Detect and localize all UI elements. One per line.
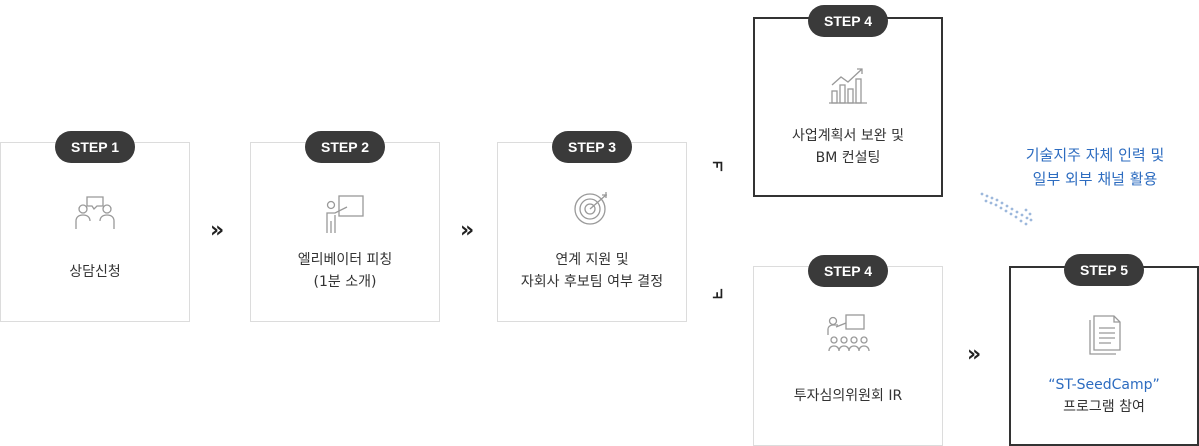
step-4a-line-1: 사업계획서 보완 및 [792,128,904,144]
branch-up-icon [712,161,723,172]
step-2-line-1: 엘리베이터 피칭 [297,252,393,268]
step-4b-badge: STEP 4 [808,255,888,287]
step-4b-text: 투자심의위원회 IR [754,385,942,407]
step-5-line-2: 프로그램 참여 [1063,399,1145,415]
branch-down-icon [712,288,723,299]
step-3-badge: STEP 3 [552,131,632,163]
step-1-badge: STEP 1 [55,131,135,163]
note-line-2: 일부 외부 채널 활용 [1032,170,1158,188]
next-arrow-icon: » [460,218,474,243]
dotted-pointer-icon [980,192,1033,226]
consult-icon [75,196,115,229]
step-5-line-1: “ST-SeedCamp” [1048,377,1160,393]
step-3-card: STEP 3 연계 지원 및 자회사 후보팀 여부 결정 [497,131,687,322]
step-3-text: 연계 지원 및 자회사 후보팀 여부 결정 [498,249,686,293]
channel-note: 기술지주 자체 인력 및 일부 외부 채널 활용 [990,143,1199,191]
step-4a-card: STEP 4 사업계획서 보완 및 BM 컨설팅 [753,5,943,197]
step-2-line-2: (1분 소개) [313,274,377,290]
document-icon [1089,315,1121,355]
chart-icon [829,68,867,104]
step-4b-card: STEP 4 투자심의위원회 IR [753,255,943,446]
step-1-line-1: 상담신청 [69,264,121,280]
step-4a-badge: STEP 4 [808,5,888,37]
presentation-icon [326,195,364,233]
target-icon [574,192,607,225]
step-5-card: STEP 5 “ST-SeedCamp” 프로그램 참여 [1009,254,1199,446]
step-5-badge: STEP 5 [1064,254,1144,286]
step-4a-text: 사업계획서 보완 및 BM 컨설팅 [755,125,941,169]
step-2-text: 엘리베이터 피칭 (1분 소개) [251,249,439,293]
step-4b-line-1: 투자심의위원회 IR [793,388,903,404]
step-1-card: STEP 1 상담신청 [0,131,190,322]
next-arrow-icon: » [210,218,224,243]
step-3-line-1: 연계 지원 및 [555,252,629,268]
step-2-badge: STEP 2 [305,131,385,163]
step-3-line-2: 자회사 후보팀 여부 결정 [520,274,664,290]
step-5-text: “ST-SeedCamp” 프로그램 참여 [1011,374,1197,418]
step-4a-line-2: BM 컨설팅 [815,150,881,166]
step-1-text: 상담신청 [1,261,189,283]
next-arrow-icon: » [967,342,981,367]
step-2-card: STEP 2 엘리베이터 피칭 (1분 소개) [250,131,440,322]
audience-icon [827,314,870,352]
note-line-1: 기술지주 자체 인력 및 [1025,146,1165,164]
